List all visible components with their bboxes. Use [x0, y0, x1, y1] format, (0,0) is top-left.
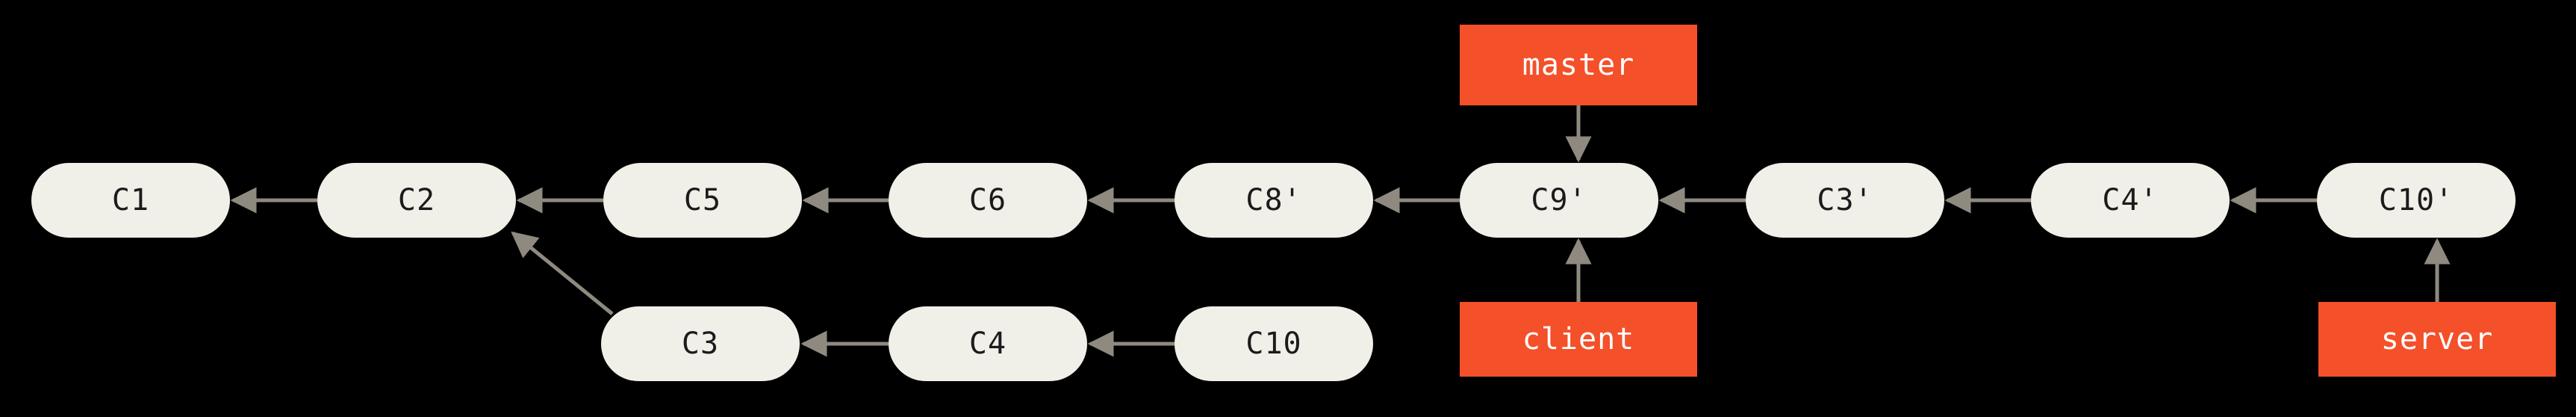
commit-node-c1[interactable]: C1 [31, 163, 230, 238]
commit-node-c5[interactable]: C5 [603, 163, 802, 238]
branch-label-server[interactable]: server [2318, 302, 2556, 377]
commit-node-c6[interactable]: C6 [889, 163, 1087, 238]
branch-label-master[interactable]: master [1460, 25, 1697, 105]
commit-node-c4[interactable]: C4 [889, 306, 1087, 381]
commit-node-c4p[interactable]: C4' [2031, 163, 2230, 238]
branch-label-client[interactable]: client [1460, 302, 1697, 377]
commit-node-c9p[interactable]: C9' [1460, 163, 1658, 238]
commit-node-c10[interactable]: C10 [1175, 306, 1373, 381]
commit-node-c10p[interactable]: C10' [2317, 163, 2516, 238]
commit-node-c8p[interactable]: C8' [1175, 163, 1373, 238]
commit-node-c3p[interactable]: C3' [1746, 163, 1944, 238]
commit-node-c3[interactable]: C3 [601, 306, 800, 381]
edge-c3-c2 [511, 231, 614, 315]
commit-node-c2[interactable]: C2 [317, 163, 516, 238]
